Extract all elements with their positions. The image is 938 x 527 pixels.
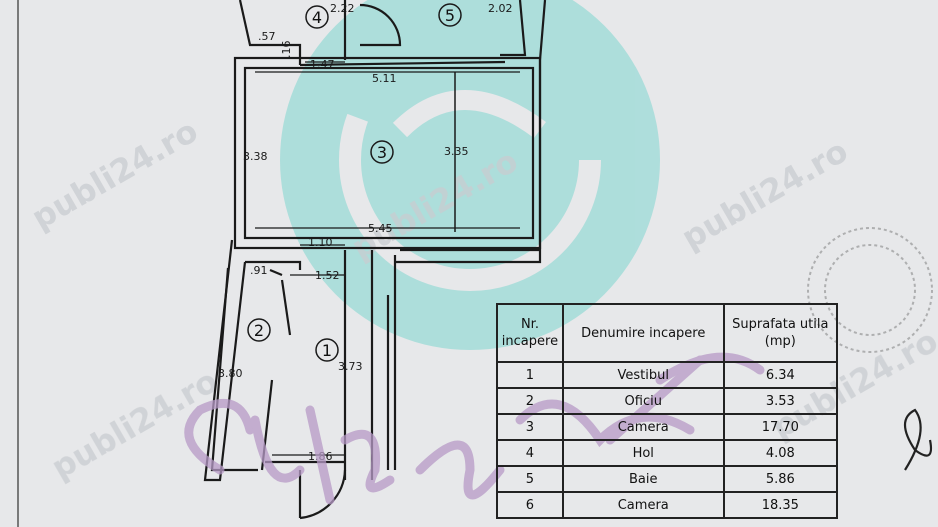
- logo-watermark: [280, 0, 660, 350]
- room-labels: [247, 3, 462, 362]
- room-number-2: 2: [254, 321, 264, 340]
- dimension-label: 3.80: [218, 367, 243, 380]
- table-row: 5 Baie 5.86: [496, 465, 839, 493]
- dimension-label: .16: [280, 41, 293, 59]
- header-room-number: Nr. incapere: [496, 303, 564, 363]
- cell-room-name: Oficiu: [561, 387, 725, 415]
- room-number-5: 5: [445, 6, 455, 25]
- dimension-label: 3.38: [243, 150, 268, 163]
- dimension-label: 5.45: [368, 222, 393, 235]
- dimension-label: .57: [258, 30, 276, 43]
- room-number-4: 4: [312, 8, 322, 27]
- cell-area: 4.08: [722, 439, 839, 467]
- cell-room-number: 3: [496, 413, 564, 441]
- dimension-label: 1.10: [308, 236, 333, 249]
- cell-room-number: 1: [496, 361, 564, 389]
- table-row: 4 Hol 4.08: [496, 439, 839, 467]
- cell-area: 17.70: [722, 413, 839, 441]
- cell-room-name: Vestibul: [561, 361, 725, 389]
- dimension-label: .91: [250, 264, 268, 277]
- watermark-text: publi24.ro: [25, 112, 204, 237]
- watermark-text: publi24.ro: [45, 362, 224, 487]
- table-header-row: Nr. incapere Denumire incapere Suprafata…: [496, 303, 839, 363]
- dimension-lines: [255, 61, 520, 456]
- cell-room-number: 5: [496, 465, 564, 493]
- watermark-text: publi24.ro: [675, 132, 854, 257]
- cell-area: 3.53: [722, 387, 839, 415]
- cell-area: 5.86: [722, 465, 839, 493]
- header-room-name: Denumire incapere: [561, 303, 725, 363]
- cell-room-name: Hol: [561, 439, 725, 467]
- cell-room-number: 2: [496, 387, 564, 415]
- dimension-label: 1.47: [310, 58, 335, 71]
- cell-room-name: Camera: [561, 491, 725, 519]
- dimension-label: 2.02: [488, 2, 513, 15]
- dimension-label: 3.35: [444, 145, 469, 158]
- room-number-3: 3: [377, 143, 387, 162]
- cell-room-number: 6: [496, 491, 564, 519]
- dimension-label: 2.22: [330, 2, 355, 15]
- room-number-1: 1: [322, 341, 332, 360]
- stamp: [807, 227, 933, 353]
- table-row: 2 Oficiu 3.53: [496, 387, 839, 415]
- cell-room-name: Baie: [561, 465, 725, 493]
- table-row: 1 Vestibul 6.34: [496, 361, 839, 389]
- cell-room-name: Camera: [561, 413, 725, 441]
- cell-room-number: 4: [496, 439, 564, 467]
- dimension-label: 5.11: [372, 72, 397, 85]
- header-usable-area: Suprafata utila (mp): [722, 303, 839, 363]
- room-area-table: Nr. incapere Denumire incapere Suprafata…: [496, 303, 839, 519]
- dimension-label: 3.73: [338, 360, 363, 373]
- signature: [903, 408, 933, 471]
- dimension-label: 1.52: [315, 269, 340, 282]
- table-row: 6 Camera 18.35: [496, 491, 839, 519]
- table-row: 3 Camera 17.70: [496, 413, 839, 441]
- cell-area: 18.35: [722, 491, 839, 519]
- cell-area: 6.34: [722, 361, 839, 389]
